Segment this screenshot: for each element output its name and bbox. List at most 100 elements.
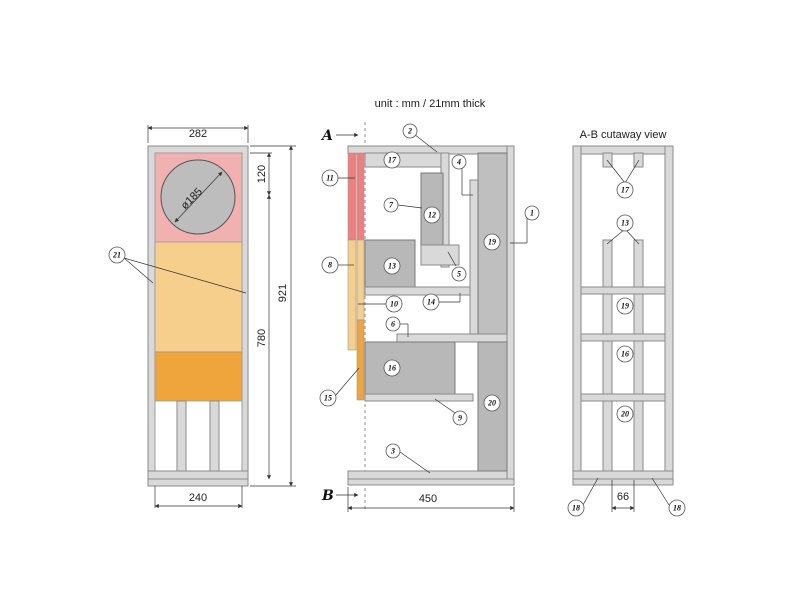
cut-left-wall (572, 145, 582, 480)
side-strip-mid (347, 239, 357, 351)
cut-top-board (572, 145, 674, 155)
part-bubble-2 (402, 123, 418, 139)
cut-shelf-3 (580, 393, 666, 402)
part-bubble-9 (452, 410, 468, 426)
cut-label-13: 13 (621, 219, 629, 228)
panel-6 (396, 333, 508, 343)
part-label-8: 8 (328, 261, 332, 270)
part-bubble-3 (385, 443, 401, 459)
part-bubble-6 (385, 316, 401, 332)
panel-19-divider (469, 179, 479, 336)
cut-shelf-2 (580, 333, 666, 342)
part-label-14: 14 (427, 298, 435, 307)
panel-16 (364, 341, 456, 395)
part-label-6: 6 (391, 320, 395, 329)
part-bubble-11 (321, 169, 339, 187)
side-bottom-board (347, 470, 515, 480)
part-label-19: 19 (488, 238, 496, 247)
part-bubble-14 (422, 293, 440, 311)
part-label-9: 9 (458, 414, 462, 423)
dim-spacing: 66 (617, 491, 629, 503)
cutaway-view: A-B cutaway view 66 17 13 (567, 129, 686, 517)
cut-label-17: 17 (621, 186, 630, 195)
side-back-board (506, 145, 515, 480)
cut-bubble-13 (616, 214, 634, 232)
cut-label-20: 20 (620, 410, 629, 419)
panel-17-side (364, 152, 444, 168)
part-label-16: 16 (388, 364, 396, 373)
front-bottom-board (147, 470, 249, 480)
part-bubble-13-side (383, 257, 401, 275)
part-bubble-17-side (383, 151, 401, 169)
driver-diameter-line (174, 171, 223, 223)
part-label-12: 12 (428, 211, 436, 220)
part-bubble-8 (321, 256, 339, 274)
unit-note: unit : mm / 21mm thick (375, 98, 486, 110)
side-plinth (347, 478, 515, 486)
cut-bubble-18-left (567, 499, 585, 517)
part-bubble-4 (451, 154, 467, 170)
cut-bottom-board (572, 470, 674, 480)
part-label-17-side: 17 (388, 156, 397, 165)
part-bubble-19 (483, 233, 501, 251)
section-b-label: B (321, 488, 334, 504)
cut-bubble-19 (616, 297, 634, 315)
side-strip-low (356, 319, 365, 401)
side-view: A B (319, 122, 540, 512)
front-middle-chamber (154, 241, 243, 353)
part-bubble-10 (385, 295, 403, 313)
cut-plinth (572, 478, 674, 486)
part-bubble-20-side (483, 394, 501, 412)
front-lower-divider-right (209, 400, 220, 472)
cut-bubble-18-right (668, 499, 686, 517)
cut-bubble-17 (616, 181, 634, 199)
part-bubble-5 (451, 266, 467, 282)
dim-height-inner: 780 (256, 329, 268, 347)
panel-14 (364, 286, 472, 296)
part-label-15: 15 (324, 394, 332, 403)
part-label-13-side: 13 (388, 262, 396, 271)
part-label-2: 2 (407, 127, 412, 136)
panel-5 (420, 244, 460, 266)
cut-panel-17-right (633, 152, 644, 168)
dim-width-top: 282 (189, 128, 207, 140)
part-label-10: 10 (390, 300, 398, 309)
part-bubble-12 (423, 206, 441, 224)
part-label-4: 4 (456, 158, 461, 167)
side-strip-top (347, 152, 357, 241)
cutaway-title: A-B cutaway view (580, 129, 667, 141)
part-label-5: 5 (457, 270, 461, 279)
dim-width-bottom: 240 (189, 492, 207, 504)
cut-label-18-left: 18 (572, 504, 580, 513)
dim-depth: 450 (419, 493, 437, 505)
cut-bubble-16 (616, 345, 634, 363)
part-bubble-15 (319, 389, 337, 407)
part-label-21: 21 (112, 251, 121, 260)
side-strip-top-inner (356, 152, 365, 241)
part-label-3: 3 (390, 447, 395, 456)
dim-height-total: 921 (277, 284, 289, 302)
cut-label-19: 19 (621, 302, 629, 311)
panel-9 (364, 393, 474, 402)
side-strip-mid-inner (356, 239, 365, 321)
part-label-11: 11 (326, 174, 334, 183)
front-view: ø185 282 240 921 120 780 (108, 125, 296, 509)
cut-vertical-right (633, 239, 644, 472)
cut-label-16: 16 (621, 350, 629, 359)
cut-label-18-right: 18 (673, 504, 681, 513)
part-bubble-7 (383, 197, 399, 213)
cut-shelf-1 (580, 286, 666, 295)
front-lower-chamber (154, 351, 243, 402)
part-bubble-21 (108, 246, 126, 264)
cut-vertical-left (602, 239, 613, 472)
part-bubble-16 (383, 359, 401, 377)
part-label-20-side: 20 (487, 399, 496, 408)
part-label-7: 7 (389, 201, 394, 210)
cut-bubble-20 (616, 405, 634, 423)
front-lower-divider-left (176, 400, 187, 472)
cut-panel-17-left (602, 152, 613, 168)
dim-top-offset: 120 (256, 165, 268, 183)
part-bubble-1 (524, 205, 540, 221)
part-label-1: 1 (530, 209, 534, 218)
